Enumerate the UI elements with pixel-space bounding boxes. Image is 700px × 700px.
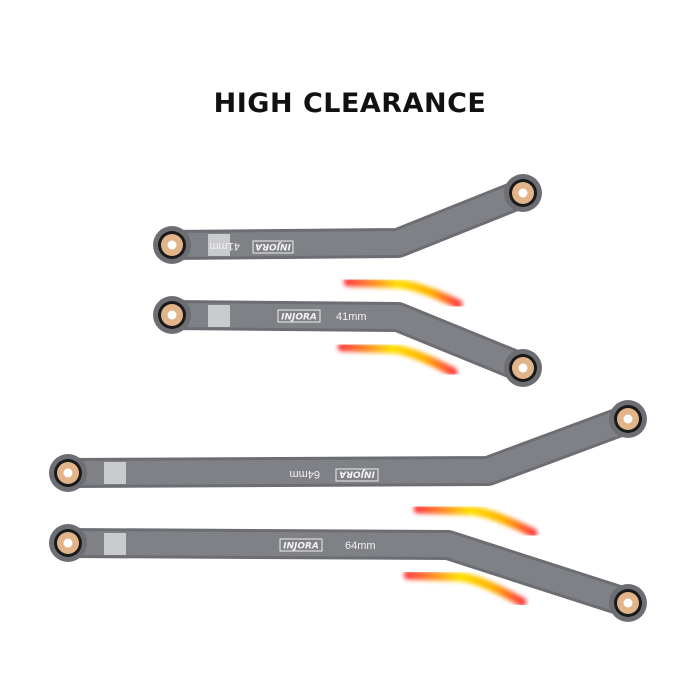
link-64mm: INJORA 64mm xyxy=(49,524,647,622)
flame-streak xyxy=(413,504,538,538)
flame-streak xyxy=(343,277,463,309)
link-41mm-flipped: INJORA 41mm xyxy=(153,174,542,264)
link-41mm: INJORA 41mm xyxy=(153,296,542,387)
length-label: 64mm xyxy=(289,468,320,480)
length-label: 41mm xyxy=(336,311,367,323)
flame-streak xyxy=(403,570,527,607)
brand-logo: INJORA xyxy=(283,542,319,552)
headline: HIGH CLEARANCE xyxy=(213,88,487,119)
link-64mm-flipped: INJORA 64mm xyxy=(49,400,647,492)
length-label: 41mm xyxy=(209,240,240,252)
length-label: 64mm xyxy=(345,540,376,552)
brand-logo: INJORA xyxy=(281,313,317,323)
brand-logo: INJORA xyxy=(339,469,375,479)
brand-logo: INJORA xyxy=(255,241,291,251)
flame-streak xyxy=(337,342,458,377)
